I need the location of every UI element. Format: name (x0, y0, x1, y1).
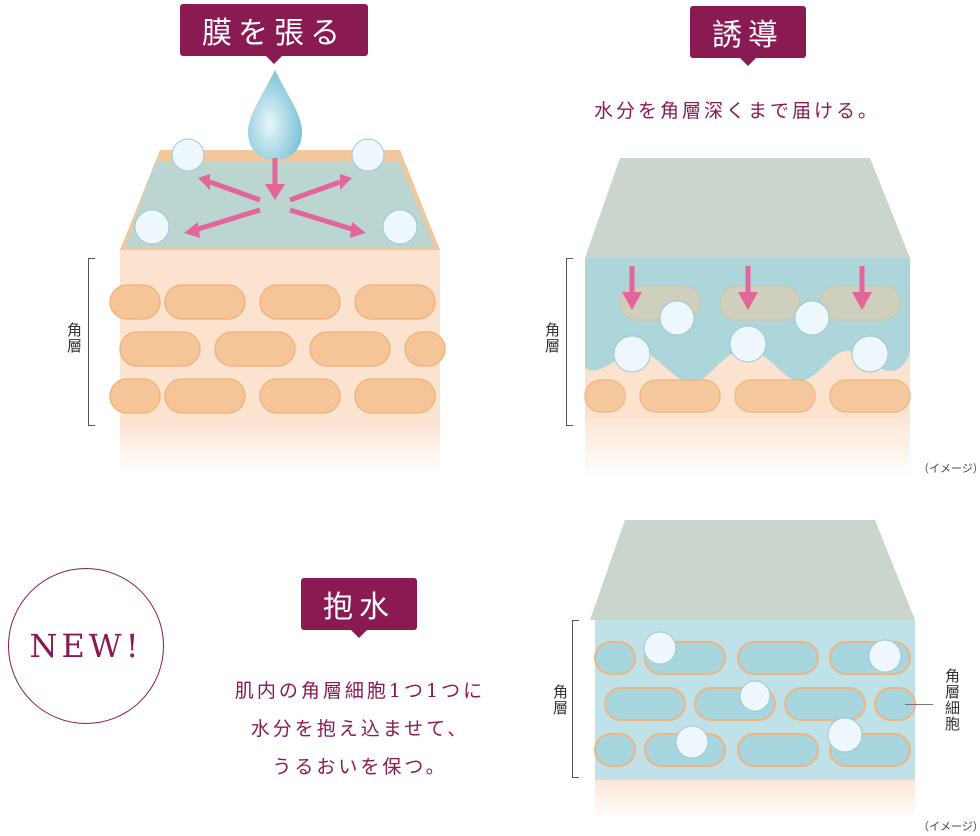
hold-text-line-3: うるおいを保つ。 (272, 756, 448, 778)
membrane-stratum-label: 角層 (65, 322, 83, 354)
induction-title-badge: 誘導 (690, 6, 806, 66)
hold-cells (594, 641, 916, 767)
hold-text-line-2: 水分を抱え込ませて、 (250, 718, 470, 740)
hold-text: 肌内の角層細胞1つ1つに 水分を抱え込ませて、 うるおいを保つ。 (190, 672, 530, 786)
induction-title: 誘導 (712, 18, 784, 53)
water-drop-icon (248, 70, 302, 160)
water-character-icon (613, 300, 889, 373)
image-note-bottom: （イメージ） (918, 820, 980, 833)
membrane-title-badge: 膜を張る (180, 4, 368, 64)
induction-skin-diagram (584, 158, 911, 478)
hold-stratum-label: 角層 (551, 684, 569, 716)
hold-title: 抱水 (323, 590, 395, 625)
water-character-icon (643, 631, 902, 759)
corneocyte-leader-line (905, 704, 933, 705)
membrane-stratum-bracket (88, 258, 95, 426)
membrane-cells (109, 284, 446, 414)
hold-text-line-1: 肌内の角層細胞1つ1つに (234, 680, 486, 702)
induction-top-surface (585, 158, 910, 258)
water-wave-layer (585, 258, 910, 383)
induction-stratum-label: 角層 (543, 322, 561, 354)
induction-caption: 水分を角層深くまで届ける。 (594, 100, 881, 122)
water-character-icon (134, 138, 418, 245)
hold-stratum-bracket (572, 620, 579, 778)
membrane-title: 膜を張る (202, 16, 346, 51)
corneocyte-label: 角層細胞 (943, 668, 961, 732)
hold-title-badge: 抱水 (301, 578, 417, 638)
induction-arrows (622, 266, 872, 310)
spread-arrows (184, 158, 366, 238)
induction-stratum-bracket (566, 258, 573, 426)
membrane-skin-diagram (109, 70, 446, 475)
new-badge: NEW! (8, 568, 164, 724)
new-badge-text: NEW! (29, 627, 143, 665)
hold-skin-diagram (590, 520, 916, 820)
hold-top-surface (590, 520, 915, 620)
image-note-top: （イメージ） (918, 462, 980, 475)
